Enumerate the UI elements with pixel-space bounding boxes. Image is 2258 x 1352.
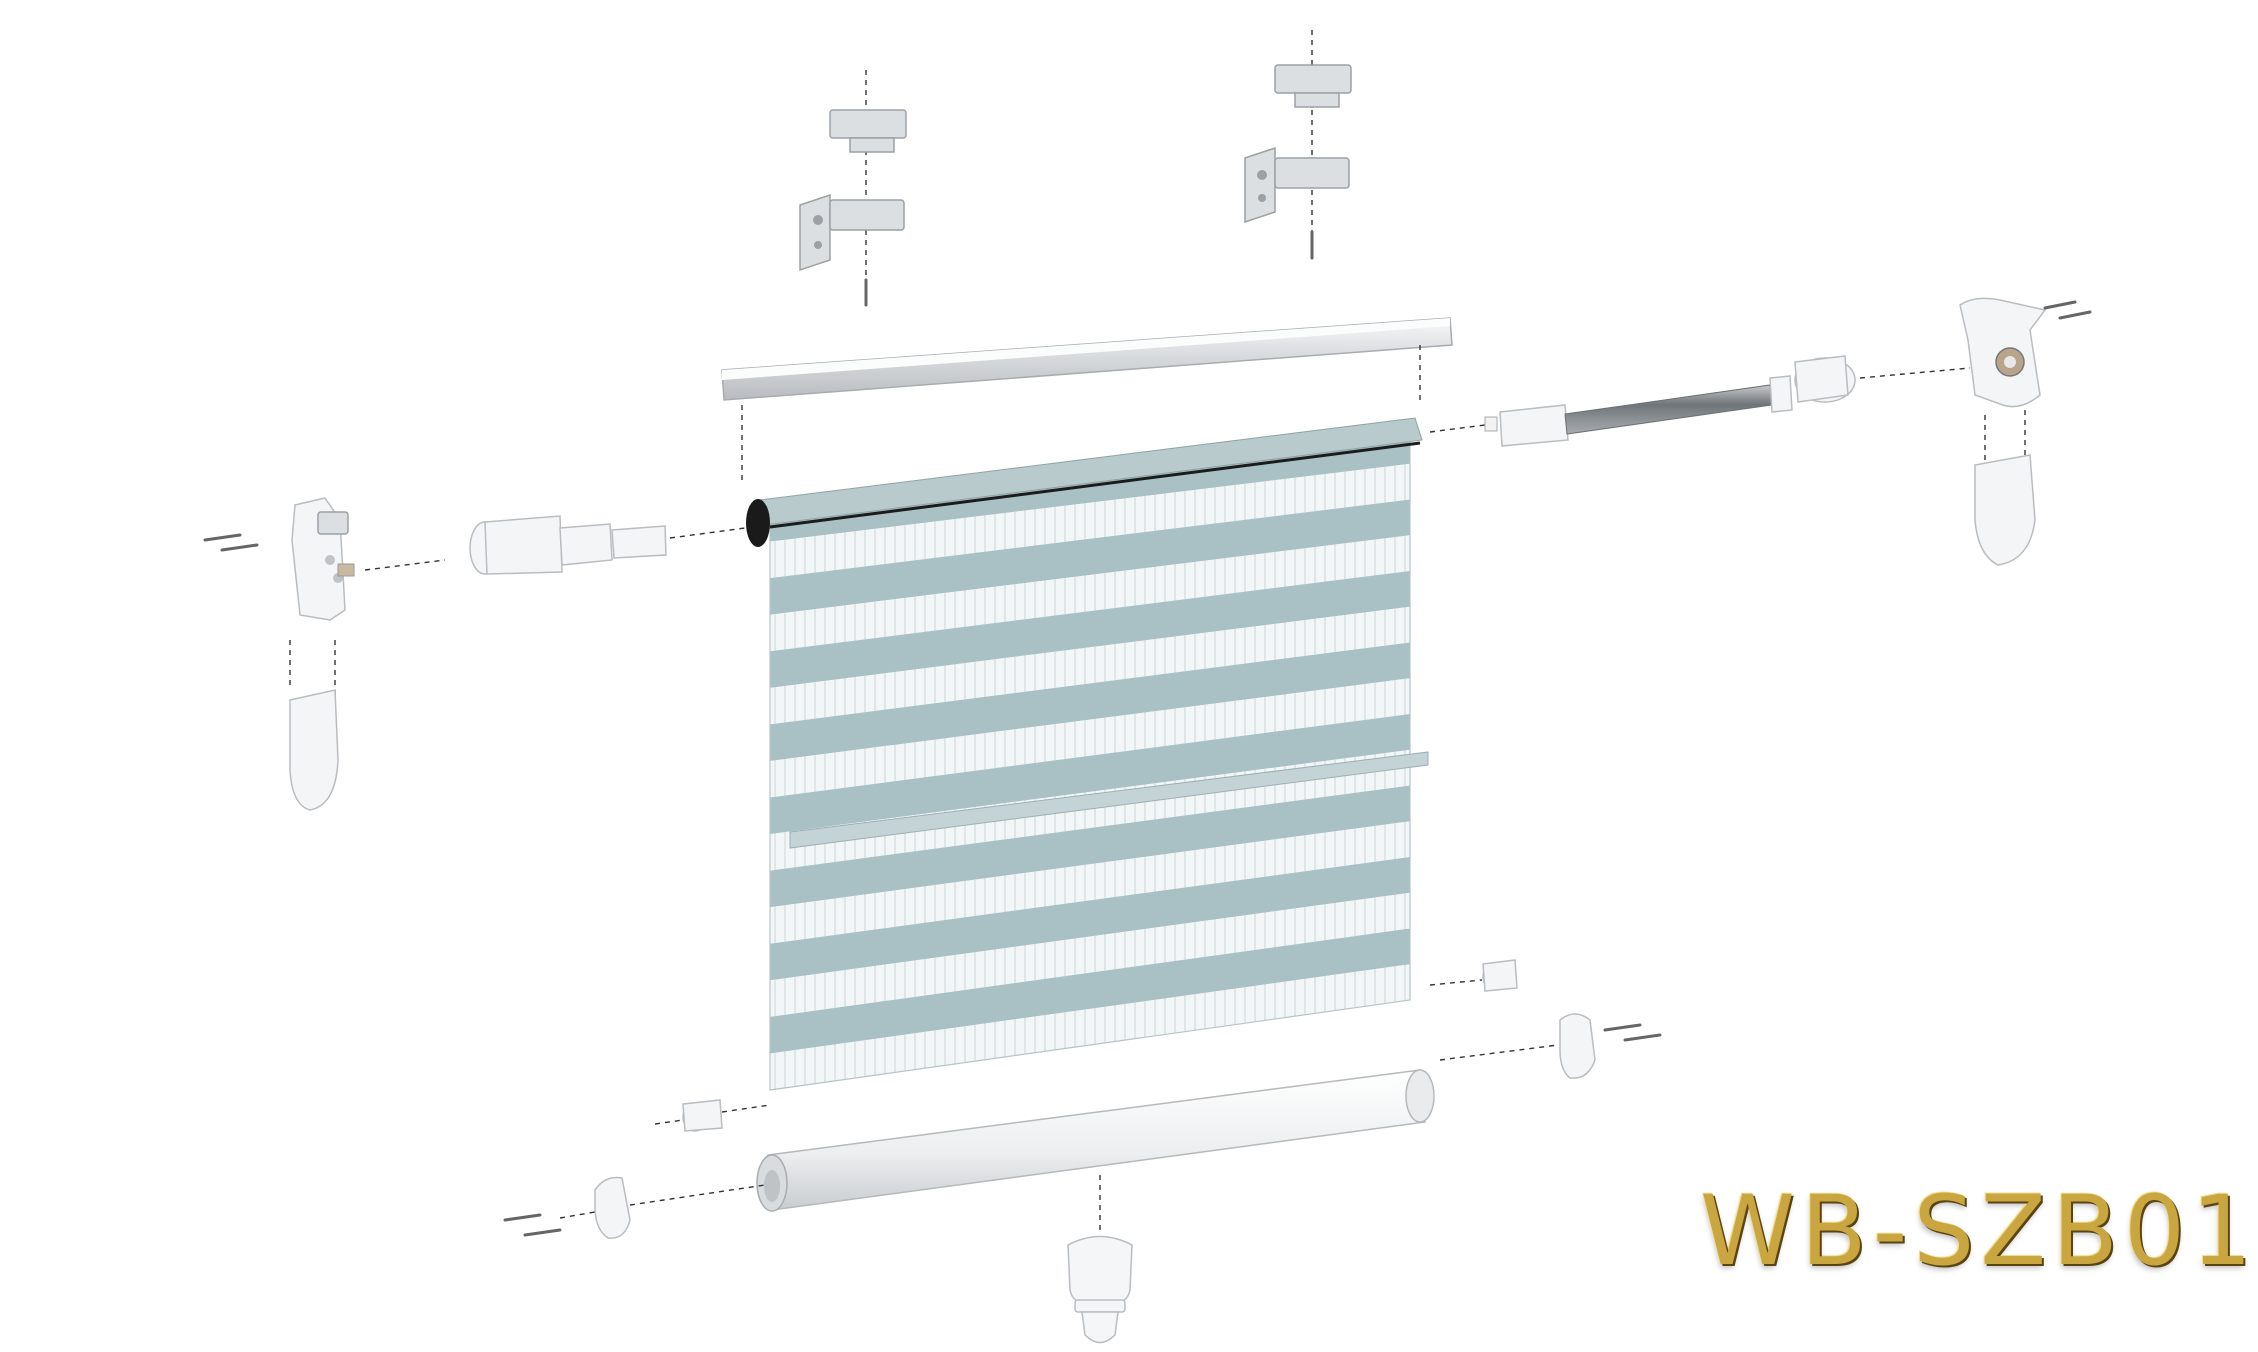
zebra-fabric: [746, 417, 1429, 1091]
fabric-solid-band: [770, 714, 1410, 835]
model-code-label: WB-SZB01: [1700, 1175, 2258, 1287]
fabric-solid-band: [770, 571, 1410, 688]
fabric-solid-band: [770, 499, 1410, 615]
right-end-bracket: [1959, 297, 2092, 460]
fabric-sheer-band: [770, 964, 1410, 1090]
bottom-right-end-cap: [1439, 1013, 1662, 1079]
diagram-canvas: [203, 30, 2092, 1344]
bottom-right-plug: [1429, 959, 1518, 992]
fabric-sheer-band: [770, 678, 1410, 798]
right-roller-mechanism: [1429, 355, 1971, 447]
bottom-left-end-cap: [503, 1176, 766, 1239]
left-roller-plug: [469, 515, 746, 575]
bottom-rail: [756, 1069, 1435, 1212]
fabric-solid-band: [770, 642, 1410, 761]
fabric-solid-band: [770, 857, 1410, 981]
fabric-sheer-band: [770, 821, 1410, 944]
roller-tube-end: [746, 499, 770, 547]
fabric-sheer-band: [770, 463, 1410, 579]
bottom-left-plug: [654, 1099, 771, 1132]
fabric-sheer-band: [770, 535, 1410, 652]
left-end-cover: [289, 689, 339, 811]
exploded-view-diagram: WB-SZB01: [203, 30, 2253, 1344]
fabric-sheer-band: [770, 606, 1410, 725]
right-end-cover: [1974, 454, 2036, 566]
top-bracket-left: [799, 70, 907, 307]
left-end-bracket: [203, 497, 446, 700]
fabric-sheer-band: [770, 892, 1410, 1017]
fabric-solid-band: [770, 785, 1410, 908]
fabric-solid-band: [770, 928, 1410, 1054]
top-bracket-right: [1244, 30, 1352, 260]
bottom-rail-clip: [1067, 1175, 1133, 1344]
headrail: [721, 317, 1453, 480]
